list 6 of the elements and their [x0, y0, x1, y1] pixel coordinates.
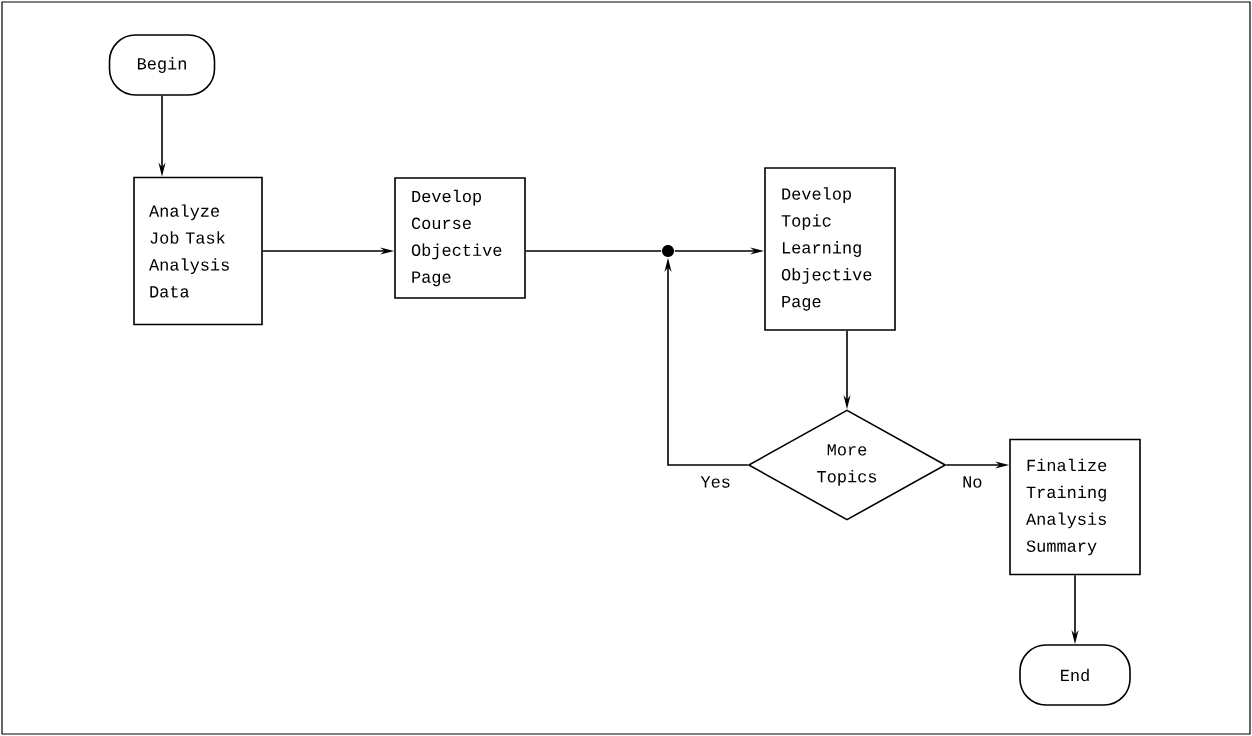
edge-label: Yes — [699, 475, 732, 489]
process-box: Finalize Training Analysis Summary — [1009, 438, 1141, 576]
edge-label: No — [961, 475, 984, 489]
process-box: Develop Topic Learning Objective Page — [764, 167, 896, 331]
process-box: Develop Course Objective Page — [394, 177, 526, 299]
process-box: Analyze Job Task Analysis Data — [133, 176, 263, 326]
